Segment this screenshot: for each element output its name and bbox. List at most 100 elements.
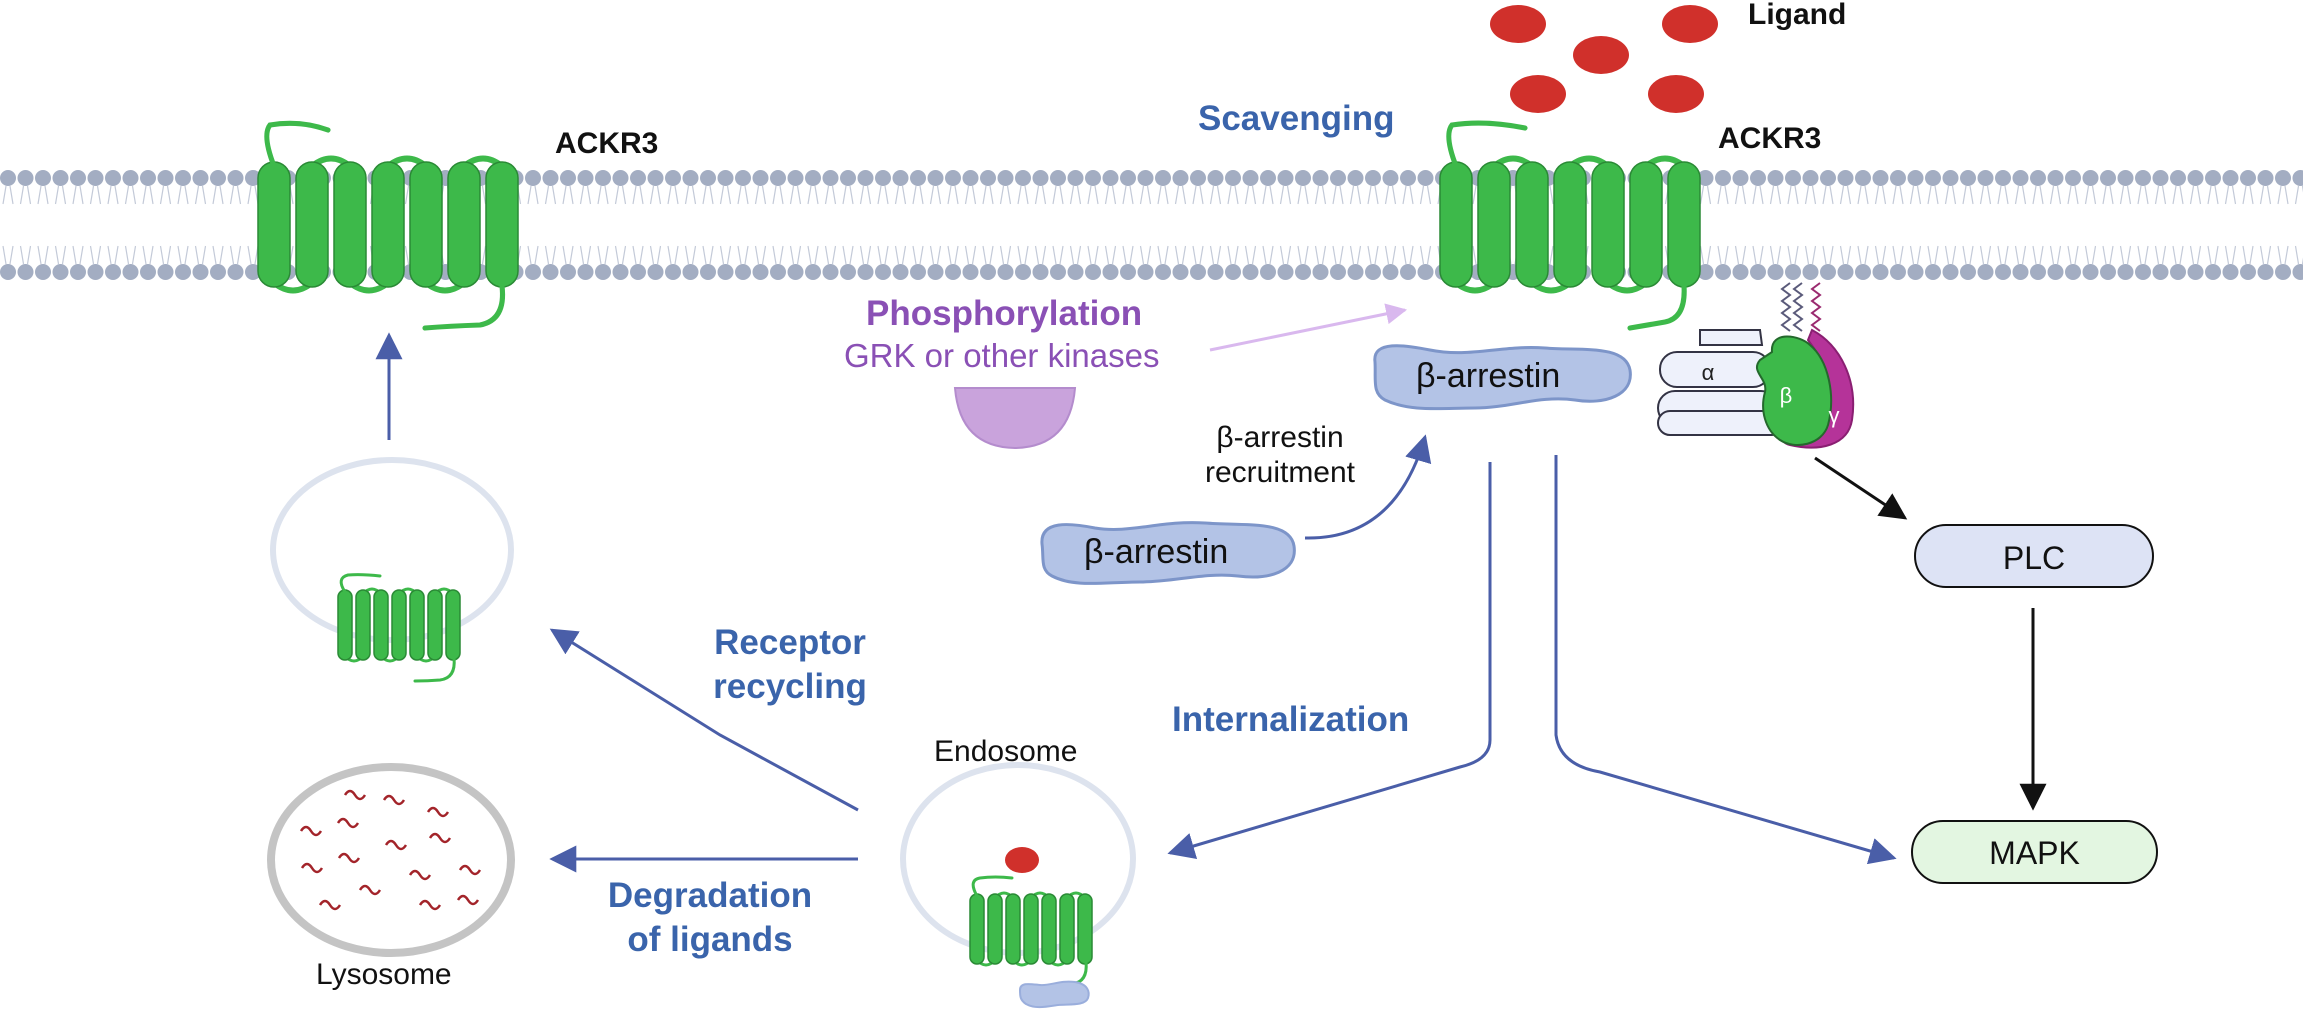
lipid-head xyxy=(525,170,541,186)
lipid-head xyxy=(1978,264,1994,280)
lipid-head xyxy=(683,170,699,186)
ligand-label: Ligand xyxy=(1748,0,1846,33)
lipid-head xyxy=(1243,170,1259,186)
lipid-head xyxy=(1820,264,1836,280)
lipid-head xyxy=(578,264,594,280)
tm-helix xyxy=(988,894,1002,964)
tm-helix xyxy=(1630,162,1662,287)
arrestin-membrane-label: β-arrestin xyxy=(1416,357,1560,396)
tm-helix xyxy=(446,590,460,660)
lipid-head xyxy=(2275,264,2291,280)
lipid-head xyxy=(2153,264,2169,280)
tm-helix xyxy=(1006,894,1020,964)
lipid-head xyxy=(648,264,664,280)
lipid-head xyxy=(840,170,856,186)
lipid-head xyxy=(998,170,1014,186)
tm-helix xyxy=(356,590,370,660)
vesicle-receptor xyxy=(338,575,460,681)
lipid-head xyxy=(753,264,769,280)
lipid-head xyxy=(2083,170,2099,186)
lipid-head xyxy=(1768,170,1784,186)
lipid-head xyxy=(788,264,804,280)
lipid-head xyxy=(2223,170,2239,186)
lipid-head xyxy=(1855,170,1871,186)
lipid-head xyxy=(2030,170,2046,186)
lipid-head xyxy=(2170,264,2186,280)
lipid-head xyxy=(1173,170,1189,186)
lipid-head xyxy=(2118,170,2134,186)
tm-helix xyxy=(1592,162,1624,287)
lipid-head xyxy=(35,170,51,186)
lipid-head xyxy=(2293,264,2303,280)
lipid-head xyxy=(1260,264,1276,280)
lipid-head xyxy=(770,264,786,280)
lipid-head xyxy=(543,264,559,280)
lipid-head xyxy=(858,264,874,280)
lipid-head xyxy=(613,264,629,280)
lipid-head xyxy=(1960,264,1976,280)
lipid-head xyxy=(1313,170,1329,186)
lipid-head xyxy=(1908,170,1924,186)
lipid-head xyxy=(858,170,874,186)
lipid-head xyxy=(1838,170,1854,186)
lipid-head xyxy=(1295,264,1311,280)
lipid-head xyxy=(980,170,996,186)
ligand-dot xyxy=(1662,5,1718,43)
internalization-label: Internalization xyxy=(1172,700,1409,740)
lipid-head xyxy=(1365,264,1381,280)
lipid-head xyxy=(1033,264,1049,280)
recruitment-label-line2: recruitment xyxy=(1185,456,1375,491)
tm-helix xyxy=(1516,162,1548,287)
lipid-head xyxy=(2223,264,2239,280)
lipid-head xyxy=(1365,170,1381,186)
lipid-head xyxy=(1225,170,1241,186)
lipid-head xyxy=(70,170,86,186)
lipid-head xyxy=(1838,264,1854,280)
lipid-head xyxy=(0,170,16,186)
lipid-head xyxy=(105,264,121,280)
lipid-head xyxy=(2240,170,2256,186)
ligand-dot xyxy=(1490,5,1546,43)
lipid-head xyxy=(875,264,891,280)
lipid-head xyxy=(928,264,944,280)
lipid-head xyxy=(1155,264,1171,280)
lipid-head xyxy=(578,170,594,186)
ligand-dot xyxy=(1648,75,1704,113)
lipid-head xyxy=(2100,264,2116,280)
tm-helix xyxy=(448,162,480,287)
g-alpha-label: α xyxy=(1702,360,1715,385)
lipid-head xyxy=(1750,170,1766,186)
lipid-head xyxy=(1015,264,1031,280)
lipid-head xyxy=(1348,264,1364,280)
lysosome-vesicle xyxy=(271,767,511,953)
tm-helix xyxy=(1554,162,1586,287)
lipid-head xyxy=(2013,170,2029,186)
lipid-head xyxy=(1243,264,1259,280)
lipid-head xyxy=(2170,170,2186,186)
lipid-head xyxy=(1033,170,1049,186)
internalization-arrow xyxy=(1170,462,1490,853)
lipid-head xyxy=(963,264,979,280)
lipid-head xyxy=(630,264,646,280)
lipid-head xyxy=(2048,170,2064,186)
lipid-head xyxy=(595,264,611,280)
lipid-head xyxy=(1348,170,1364,186)
lipid-head xyxy=(1330,170,1346,186)
lipid-head xyxy=(210,264,226,280)
lipid-head xyxy=(1225,264,1241,280)
lipid-head xyxy=(893,170,909,186)
ligand-cluster xyxy=(1490,5,1718,113)
lipid-head xyxy=(805,264,821,280)
tm-helix xyxy=(1440,162,1472,287)
tm-helix xyxy=(410,162,442,287)
lipid-head xyxy=(158,170,174,186)
lipid-head xyxy=(1050,170,1066,186)
lipid-head xyxy=(140,170,156,186)
lipid-head xyxy=(1260,170,1276,186)
gprotein-to-plc-arrow xyxy=(1815,458,1905,518)
tm-helix xyxy=(410,590,424,660)
lipid-head xyxy=(1768,264,1784,280)
lipid-head xyxy=(18,264,34,280)
degradation-line1: Degradation xyxy=(570,876,850,916)
